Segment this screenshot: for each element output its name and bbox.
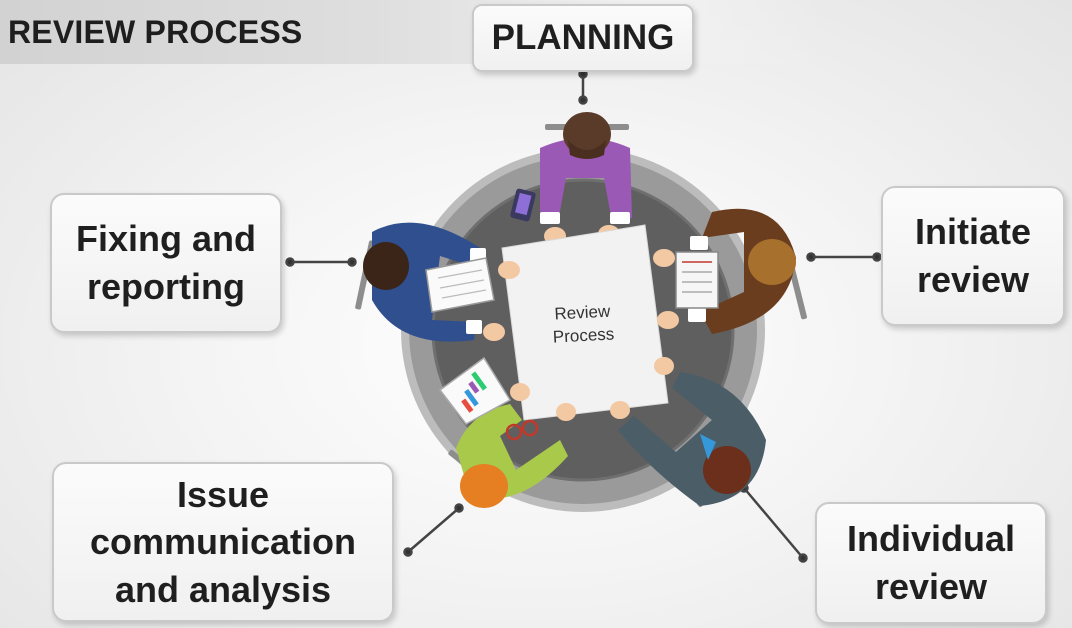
connectors	[285, 69, 882, 563]
connector-dot	[872, 252, 882, 262]
stage-issue-communication-label: Issue communication and analysis	[89, 473, 357, 610]
person-bottom-left-green	[438, 356, 576, 508]
connector-issue	[407, 507, 460, 553]
connector-dot	[806, 252, 816, 262]
connector-dot	[347, 257, 357, 267]
stage-initiate-review-box: Initiate review	[881, 186, 1065, 326]
stage-initiate-review-label: Initiate review	[914, 211, 1031, 300]
person-bottom-right-slate	[610, 357, 766, 506]
stage-planning-label: PLANNING	[491, 17, 675, 57]
connector-dot	[403, 547, 413, 557]
connector-dot	[578, 95, 588, 105]
connector-dot	[454, 503, 464, 513]
connector-dot	[798, 553, 808, 563]
person-left-blue	[363, 222, 520, 342]
stage-fixing-reporting-box: Fixing and reporting	[50, 193, 282, 333]
stage-individual-review-label: Individual review	[846, 518, 1015, 607]
stage-individual-review-box: Individual review	[815, 502, 1047, 624]
center-label: Review Process	[531, 299, 635, 350]
center-paper	[501, 224, 669, 421]
connector-individual	[743, 487, 804, 559]
stage-issue-communication-box: Issue communication and analysis	[52, 462, 394, 622]
stage-planning-box: PLANNING	[472, 4, 694, 72]
stage-fixing-reporting-label: Fixing and reporting	[76, 218, 256, 307]
page-title: REVIEW PROCESS	[8, 14, 303, 50]
connector-dot	[285, 257, 295, 267]
person-right-brown	[653, 208, 796, 334]
